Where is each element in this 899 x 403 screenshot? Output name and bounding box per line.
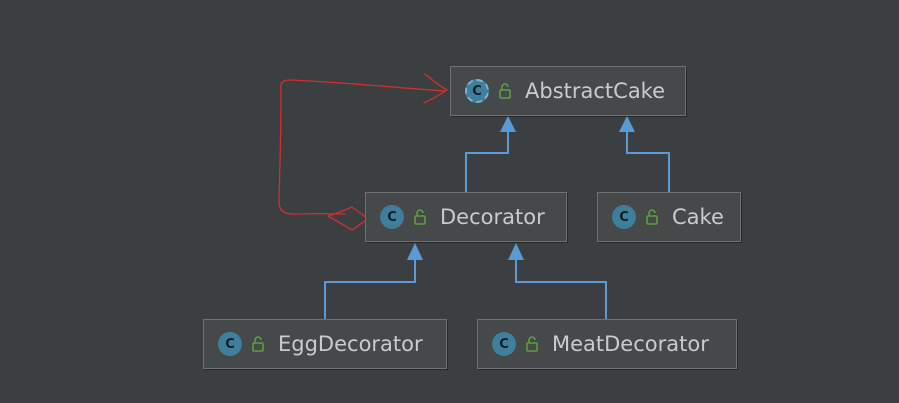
lock-open-icon [526,336,538,352]
arrowhead-decorator-right [508,243,524,260]
lock-open-icon [646,209,658,225]
edge-cake-to-abstractcake [626,130,670,192]
class-icon: C [612,205,636,229]
node-eggdecorator[interactable]: C EggDecorator [203,319,447,369]
arrowheads [407,116,635,260]
annotation-loop-line [278,79,446,215]
node-label-decorator: Decorator [440,205,545,229]
node-cake[interactable]: C Cake [597,192,741,242]
annotation-bottom-arrowhead [327,206,369,231]
node-label-abstractcake: AbstractCake [525,79,666,103]
edges [324,130,670,319]
class-icon: C [380,205,404,229]
node-label-eggdecorator: EggDecorator [278,332,423,356]
edge-eggdecorator-to-decorator [324,258,416,319]
annotation-top-arrowhead [423,73,448,104]
class-icon: C [492,332,516,356]
annotation-arrow [278,73,448,231]
node-label-meatdecorator: MeatDecorator [552,332,709,356]
node-abstractcake[interactable]: C AbstractCake [450,66,686,116]
edge-decorator-to-abstractcake [465,130,509,192]
node-meatdecorator[interactable]: C MeatDecorator [477,319,737,369]
class-icon: C [218,332,242,356]
edge-meatdecorator-to-decorator [515,258,607,319]
lock-open-icon [252,336,264,352]
lock-open-icon [499,83,511,99]
arrowhead-abstractcake-left [500,116,516,132]
node-decorator[interactable]: C Decorator [365,192,567,242]
lock-open-icon [414,209,426,225]
abstract-class-icon: C [465,79,489,103]
node-label-cake: Cake [672,205,724,229]
arrowhead-abstractcake-right [619,116,635,132]
arrowhead-decorator-left [407,243,423,260]
